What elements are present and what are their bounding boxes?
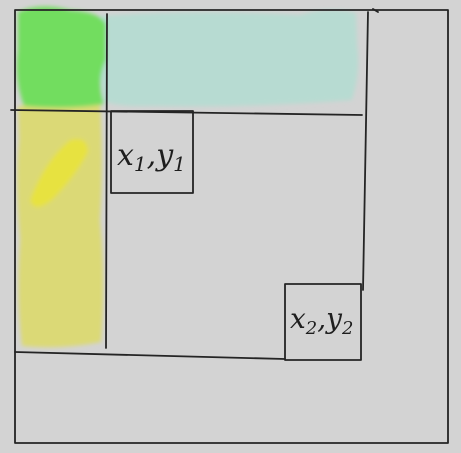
outline-strokes [10, 8, 449, 444]
top-left-point-label: x1,y1 [117, 138, 186, 176]
label-x1: x [117, 138, 134, 173]
top-left-point-box [110, 110, 194, 194]
label-separator-2: , [317, 302, 326, 335]
bottom-right-point-label: x2,y2 [290, 302, 353, 339]
green-highlight-corner [16, 6, 106, 108]
label-y2: y [324, 302, 343, 335]
horizontal-divider [10, 109, 363, 116]
bottom-boundary [14, 351, 286, 360]
label-x1-subscript: 1 [134, 152, 147, 176]
label-y2-subscript: 2 [341, 318, 353, 339]
label-x2: x [290, 302, 306, 335]
right-boundary [362, 11, 369, 291]
teal-highlight-strip [99, 9, 359, 107]
label-x2-subscript: 2 [305, 318, 317, 339]
label-y1-subscript: 1 [173, 152, 186, 176]
vertical-divider [105, 13, 108, 349]
corner-tick [372, 8, 379, 13]
highlight-regions [16, 6, 359, 348]
label-separator-1: , [147, 138, 157, 173]
bottom-right-point-box [284, 283, 362, 361]
outer-frame [14, 9, 449, 444]
label-y1: y [154, 138, 174, 173]
yellow-bright-stroke [30, 138, 88, 207]
yellow-highlight-strip [17, 104, 104, 348]
